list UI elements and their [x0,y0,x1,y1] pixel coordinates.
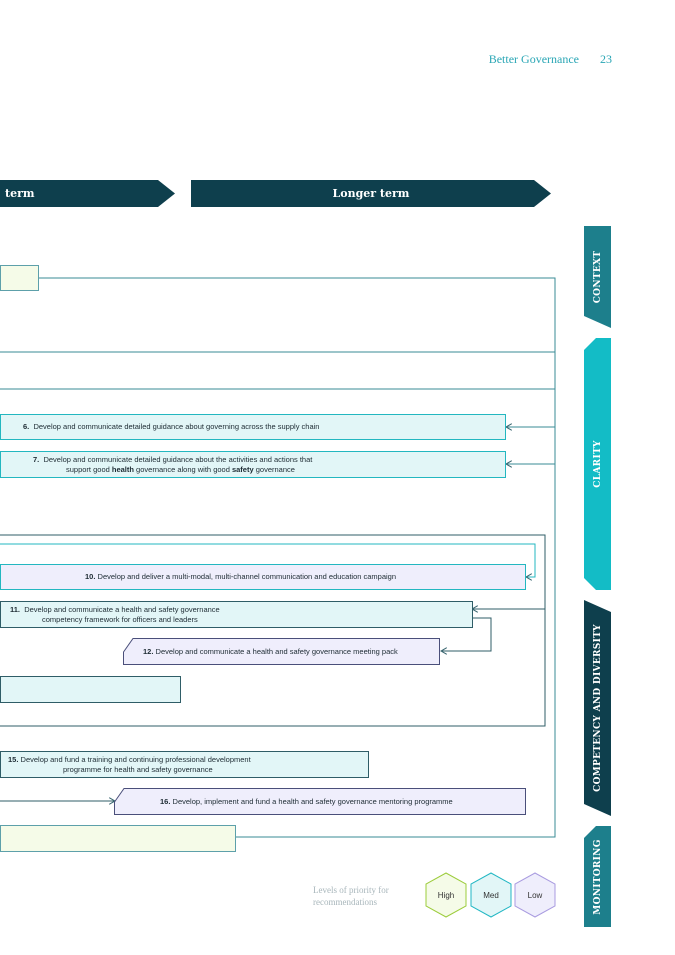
recommendation-10: 10. Develop and deliver a multi-modal, m… [0,564,526,590]
timeline-term-arrow: term [0,180,175,207]
recommendation-16-shape [114,788,526,815]
rec-number: 10. [85,572,96,581]
rec-text-line2: competency framework for officers and le… [42,614,198,624]
rec-text-line2: programme for health and safety governan… [63,764,213,774]
rec-text-line2a: support good [66,464,112,474]
recommendation-7: 7. Develop and communicate detailed guid… [0,451,506,478]
recommendation-12-shape [123,638,440,665]
legend-label-line2: recommendations [313,897,377,907]
theme-label: CONTEXT [592,250,603,304]
theme-tab-monitoring: MONITORING [584,826,611,927]
recommendation-11: 11. Develop and communicate a health and… [0,601,473,628]
section-title: Better Governance [488,52,579,66]
legend-low-label: Low [527,890,543,900]
recommendation-6: 6. Develop and communicate detailed guid… [0,414,506,440]
recommendation-box-monitoring [0,825,236,852]
rec-number: 15. [8,754,19,764]
legend-med-hexagon: Med [469,872,513,918]
theme-tab-context: CONTEXT [584,226,611,328]
competency-outer-connector [0,534,546,727]
rec-text-line2b: health [111,464,134,474]
rec-text-line1: Develop and communicate detailed guidanc… [43,454,313,464]
rec-text: Develop and deliver a multi-modal, multi… [97,572,397,581]
recommendation-box-context [0,265,39,291]
theme-tab-competency: COMPETENCY AND DIVERSITY [584,600,611,816]
legend-med-label: Med [483,890,499,900]
rec-text-line1: Develop and fund a training and continui… [20,754,251,764]
rec-text-line2c: governance along with good [133,464,232,474]
competency-inner-connector [0,543,536,577]
rec-number: 6. [23,422,30,431]
legend-label: Levels of priority for recommendations [313,884,389,908]
legend-low-hexagon: Low [513,872,557,918]
rec-text: Develop and communicate detailed guidanc… [33,422,320,431]
theme-label: MONITORING [592,838,603,915]
recommendation-16: 16. Develop, implement and fund a health… [114,788,526,815]
rec-text: Develop and communicate a health and saf… [155,646,398,656]
rec-number: 12. [143,646,154,656]
rec-number: 16. [160,796,171,806]
theme-label: CLARITY [592,440,603,488]
rec-text: Develop, implement and fund a health and… [172,796,453,806]
context-connector [38,277,556,838]
rec-number: 7. [33,454,40,464]
legend-label-line1: Levels of priority for [313,885,389,895]
recommendation-15: 15. Develop and fund a training and cont… [0,751,369,778]
rec-text-line2d: safety [231,464,254,474]
page-number: 23 [600,52,612,66]
page-header: Better Governance 23 [489,52,612,67]
timeline-longer-term-arrow: Longer term [191,180,551,207]
legend-high-hexagon: High [424,872,468,918]
rec-text-line1: Develop and communicate a health and saf… [24,604,220,614]
recommendation-12: 12. Develop and communicate a health and… [123,638,440,665]
theme-tab-clarity: CLARITY [584,338,611,590]
theme-label: COMPETENCY AND DIVERSITY [592,624,603,792]
rec-number: 11. [10,604,21,614]
recommendation-box-competency [0,676,181,703]
competency-arrow-12 [441,617,492,651]
rec-text-line2e: governance [253,464,295,474]
legend-high-label: High [437,890,455,900]
